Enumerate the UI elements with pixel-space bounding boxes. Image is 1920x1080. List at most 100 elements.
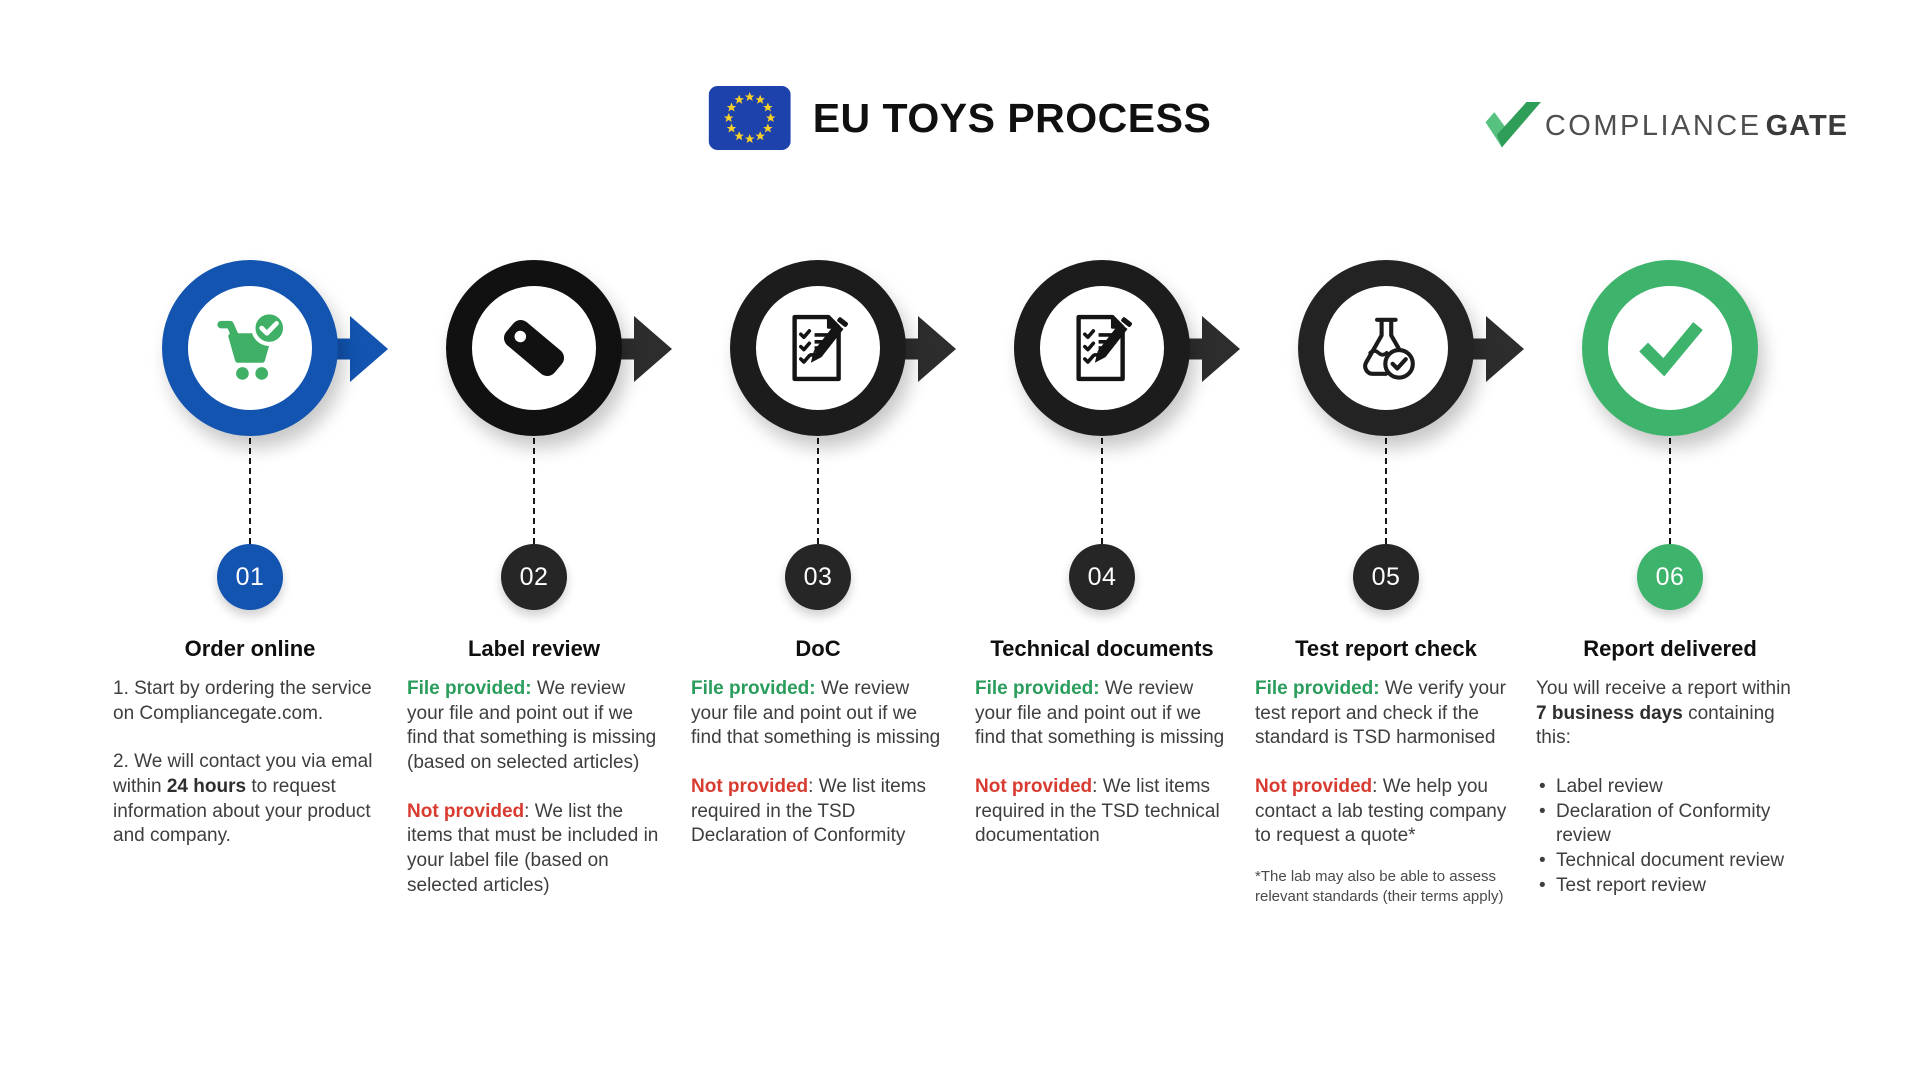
body-text: : We list items required in the TSD tech… [975,776,1220,847]
body-text: *The lab may also be able to assess rele… [1255,868,1504,906]
process-step: 01 Order online 1. Start by ordering the… [108,260,392,932]
step-graphic [392,260,676,438]
step-number-badge: 06 [1637,544,1703,610]
step-circle [446,260,622,436]
step-number-badge: 04 [1069,544,1135,610]
process-step: 06 Report delivered You will receive a r… [1528,260,1812,932]
arrow-right-icon [865,316,956,382]
step-icon-slot [1058,304,1146,392]
step-number: 06 [1655,562,1685,591]
step-graphic [108,260,392,438]
step-description: File provided: We review your file and p… [691,677,945,873]
logo-check-icon [1485,102,1541,148]
step-description: 1. Start by ordering the service on Comp… [113,677,387,873]
arrow-right-icon [1149,316,1240,382]
process-step: 03 DoC File provided: We review your fil… [676,260,960,932]
body-text: to request information about your produc… [113,776,371,847]
step-circle [730,260,906,436]
step-circle [1014,260,1190,436]
dashed-connector [1385,438,1387,544]
step-description: You will receive a report within 7 busin… [1536,677,1804,899]
dashed-connector [533,438,535,544]
header: EU TOYS PROCESS [708,86,1212,150]
step-description: File provided: We review your file and p… [407,677,661,923]
step-title: Test report check [1295,636,1477,661]
brand-name-regular: COMPLIANCE [1544,109,1762,142]
body-text: : We list items required in the TSD Decl… [691,776,927,847]
not-provided-label: Not provided [691,776,809,798]
document-pen-icon [1076,314,1132,382]
body-text: 24 hours [166,776,247,798]
step-number-badge: 05 [1353,544,1419,610]
body-text: You will receive a report within [1536,678,1791,699]
shopping-cart-check-icon [217,310,288,380]
page-title: EU TOYS PROCESS [812,94,1212,141]
brand-name-bold: GATE [1765,109,1848,142]
step-circle [1582,260,1758,436]
step-icon-slot [490,304,578,392]
dashed-connector [817,438,819,544]
not-provided-label: Not provided [975,776,1093,798]
body-text: We review your file and point out if we … [691,678,941,749]
file-provided-label: File provided: [975,678,1100,699]
step-number: 04 [1087,562,1117,591]
arrow-right-icon [297,316,388,382]
step-description: File provided: We verify your test repor… [1255,677,1517,932]
step-icon-slot [206,304,294,392]
step-number: 03 [803,562,833,591]
process-step: 02 Label review File provided: We review… [392,260,676,932]
step-circle [162,260,338,436]
dashed-connector [249,438,251,544]
step-description: File provided: We review your file and p… [975,677,1229,873]
body-text: 1. Start by ordering the service on Comp… [113,678,372,724]
not-provided-label: Not provided [1255,776,1373,798]
document-pen-icon [792,314,848,382]
arrow-right-icon [1433,316,1524,382]
tag-icon [503,320,565,376]
flask-check-icon [1363,317,1415,380]
body-text: We verify your test report and check if … [1255,678,1506,749]
step-graphic [960,260,1244,438]
process-step: 05 Test report check File provided: We v… [1244,260,1528,932]
file-provided-label: File provided: [407,678,532,699]
step-title: Order online [184,636,316,661]
step-number: 01 [235,562,265,591]
list-item: Test report review [1536,874,1804,899]
dashed-connector [1101,438,1103,544]
process-step: 04 Technical documents File provided: We… [960,260,1244,932]
body-text: 7 business days [1536,702,1683,724]
eu-flag-icon [708,86,791,150]
list-item: Declaration of Conformity review [1536,800,1804,849]
body-text: : We list the items that must be include… [407,800,659,896]
file-provided-label: File provided: [1255,678,1380,699]
list-item: Technical document review [1536,849,1804,874]
step-icon-slot [1626,304,1714,392]
body-text: containing this: [1536,702,1775,749]
body-text: 2. We will contact you via emal within [113,751,373,798]
body-text: We review your file and point out if we … [407,678,657,774]
step-number-badge: 02 [501,544,567,610]
arrow-right-icon [581,316,672,382]
step-number: 05 [1371,562,1401,591]
file-provided-label: File provided: [691,678,816,699]
body-text: We review your file and point out if we … [975,678,1225,749]
step-title: Technical documents [990,636,1214,661]
step-number: 02 [519,562,549,591]
not-provided-label: Not provided [407,800,525,822]
step-number-badge: 01 [217,544,283,610]
step-graphic [1528,260,1812,438]
list-item: Label review [1536,775,1804,800]
step-circle [1298,260,1474,436]
step-title: DoC [795,636,841,661]
step-title: Label review [467,636,601,661]
step-icon-slot [774,304,862,392]
dashed-connector [1669,438,1671,544]
body-text: : We help you contact a lab testing comp… [1255,776,1507,847]
process-steps-row: 01 Order online 1. Start by ordering the… [108,260,1812,932]
step-icon-slot [1342,304,1430,392]
step-graphic [1244,260,1528,438]
step-number-badge: 03 [785,544,851,610]
step-graphic [676,260,960,438]
report-contents-list: Label reviewDeclaration of Conformity re… [1536,775,1804,898]
